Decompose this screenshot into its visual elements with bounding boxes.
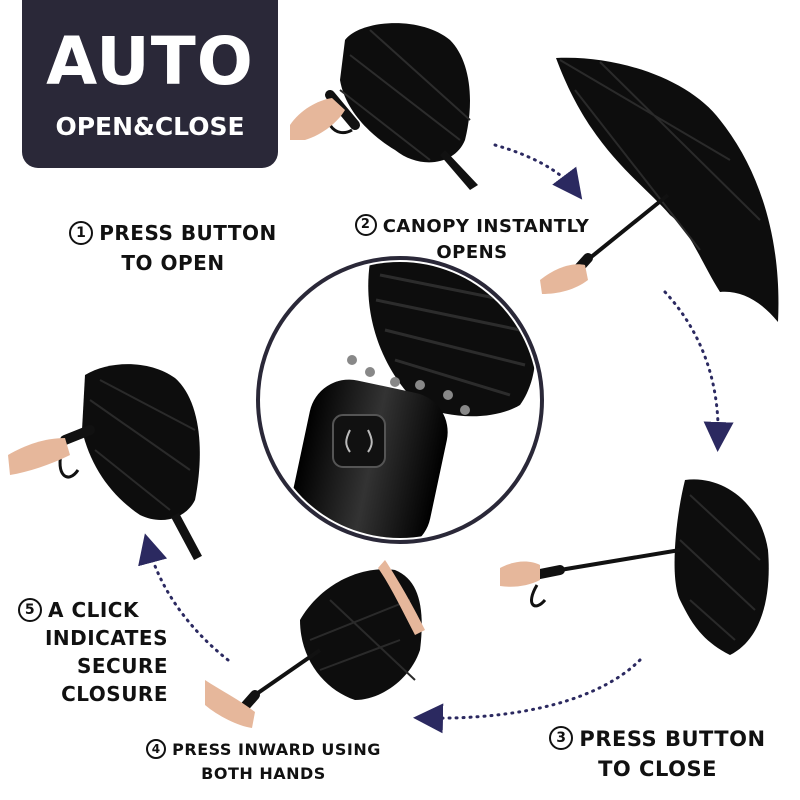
umbrella-open-icon — [556, 57, 779, 322]
step-4-caption: 4 PRESS INWARD USING BOTH HANDS — [126, 738, 401, 786]
step-line: BOTH HANDS — [201, 764, 326, 783]
auto-button-icon — [332, 414, 386, 468]
dotted-arrow-icon — [493, 143, 583, 200]
dotted-arrow-icon — [663, 290, 734, 452]
hand-icon — [500, 561, 540, 587]
badge-subtitle: OPEN&CLOSE — [55, 112, 245, 141]
umbrella-closing-icon — [325, 23, 478, 190]
step-line: OPENS — [436, 242, 508, 263]
step-line: PRESS BUTTON — [579, 727, 766, 751]
step-number-badge: 2 — [354, 214, 377, 236]
step-line: A CLICK — [48, 598, 139, 622]
hand-icon — [290, 98, 345, 140]
dotted-arrow-icon — [138, 533, 230, 662]
step-line: PRESS INWARD USING — [172, 740, 381, 759]
step-line: TO OPEN — [121, 251, 225, 275]
dotted-arrow-icon — [413, 658, 642, 734]
step-line: PRESS BUTTON — [99, 221, 277, 245]
step-number-badge: 4 — [146, 738, 167, 759]
hand-icon — [540, 264, 588, 294]
button-closeup — [256, 256, 544, 544]
step-line: CANOPY INSTANTLY — [382, 216, 590, 237]
umbrella-closed-icon — [58, 364, 202, 561]
step-line: CLOSURE — [61, 682, 168, 706]
step-line: SECURE — [76, 654, 168, 678]
auto-open-close-badge: AUTO OPEN&CLOSE — [22, 0, 278, 168]
step-line: TO CLOSE — [598, 757, 717, 781]
step-number-badge: 3 — [549, 726, 574, 750]
step-number-badge: 1 — [69, 220, 94, 245]
badge-title: AUTO — [46, 23, 254, 100]
hand-icon — [205, 560, 425, 728]
step-line: INDICATES — [44, 626, 168, 650]
umbrella-open-icon — [530, 479, 769, 655]
hand-icon — [8, 438, 70, 475]
step-number-badge: 5 — [18, 597, 42, 622]
